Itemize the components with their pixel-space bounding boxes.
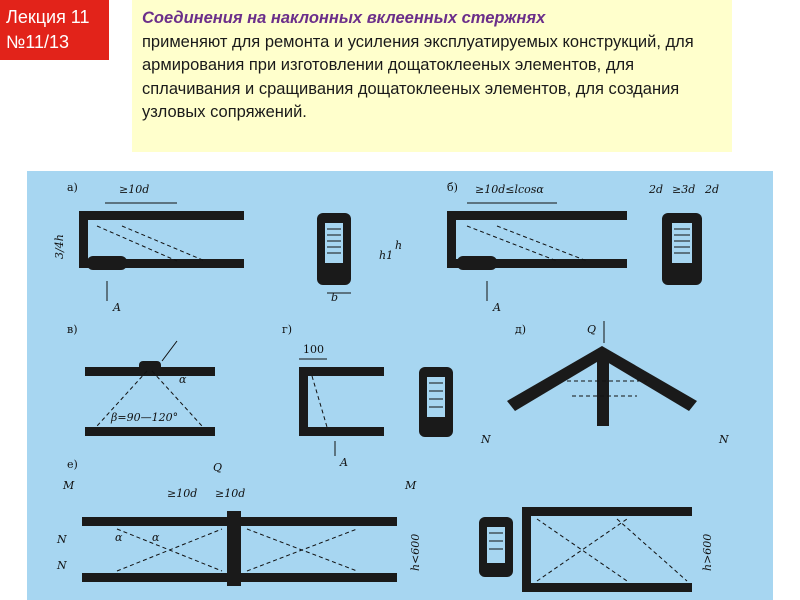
force-e-N-1: N bbox=[56, 533, 67, 546]
beam-e-joint bbox=[82, 511, 397, 586]
dim-b-3d: ≥3d bbox=[672, 183, 695, 196]
panel-b-label: б) bbox=[447, 181, 458, 194]
force-b-A: A bbox=[492, 301, 501, 314]
lecture-number: Лекция 11 bbox=[6, 7, 90, 27]
dim-a-top: ≥10d bbox=[119, 183, 149, 196]
force-d-N-right: N bbox=[718, 433, 729, 446]
lecture-label: Лекция 11 №11/13 bbox=[0, 0, 109, 60]
force-e-M-left: M bbox=[62, 479, 75, 492]
slide-number: №11/13 bbox=[6, 32, 70, 52]
angle-e-alpha-2: α bbox=[152, 531, 160, 544]
dim-b-top: ≥10d≤lcosα bbox=[475, 183, 544, 196]
intro-title: Соединения на наклонных вклеенных стержн… bbox=[142, 9, 546, 27]
dim-e-h-right: h>600 bbox=[701, 534, 714, 571]
beam-e-deep bbox=[522, 507, 692, 592]
beam-b bbox=[447, 211, 627, 301]
dim-b-2d-left: 2d bbox=[648, 183, 663, 196]
dim-b: b bbox=[331, 291, 338, 304]
joints-figure: а) ≥10d 3/4h A h1 h b б) ≥10d≤lcosα A 2d bbox=[27, 171, 773, 600]
dim-e-top-1: ≥10d bbox=[167, 487, 197, 500]
section-b bbox=[662, 213, 702, 285]
force-d-N-left: N bbox=[480, 433, 491, 446]
dim-h: h bbox=[395, 239, 402, 252]
dim-e-top-2: ≥10d bbox=[215, 487, 245, 500]
panel-v-label: в) bbox=[67, 323, 77, 336]
force-e-N-2: N bbox=[56, 559, 67, 572]
force-e-Q: Q bbox=[213, 461, 222, 474]
angle-v-alpha: α bbox=[179, 373, 187, 386]
force-g-A: A bbox=[339, 456, 348, 469]
panel-a-label: а) bbox=[67, 181, 78, 194]
dim-b-2d-right: 2d bbox=[704, 183, 719, 196]
force-a-A: A bbox=[112, 301, 121, 314]
intro-body: применяют для ремонта и усиления эксплуа… bbox=[142, 32, 694, 122]
joints-diagram: а) ≥10d 3/4h A h1 h b б) ≥10d≤lcosα A 2d bbox=[53, 181, 729, 592]
angle-v-beta: β=90—120° bbox=[110, 411, 178, 424]
panel-d-label: д) bbox=[515, 323, 526, 336]
intro-text: Соединения на наклонных вклеенных стержн… bbox=[132, 0, 732, 152]
beam-g bbox=[299, 367, 384, 456]
force-d-Q: Q bbox=[587, 323, 596, 336]
panel-e-label: е) bbox=[67, 458, 78, 471]
section-g bbox=[419, 367, 453, 437]
angle-e-alpha-1: α bbox=[115, 531, 123, 544]
dim-g-top: 100 bbox=[303, 343, 324, 356]
panel-g-label: г) bbox=[282, 323, 292, 336]
dim-a-left: 3/4h bbox=[53, 234, 66, 259]
section-a bbox=[317, 213, 351, 294]
beam-a bbox=[79, 211, 244, 301]
section-e bbox=[479, 517, 513, 577]
force-e-M-right: M bbox=[404, 479, 417, 492]
frame-d bbox=[507, 321, 697, 426]
beam-v bbox=[85, 340, 215, 436]
dim-e-h-left: h<600 bbox=[409, 534, 422, 571]
dim-h1: h1 bbox=[379, 249, 393, 262]
